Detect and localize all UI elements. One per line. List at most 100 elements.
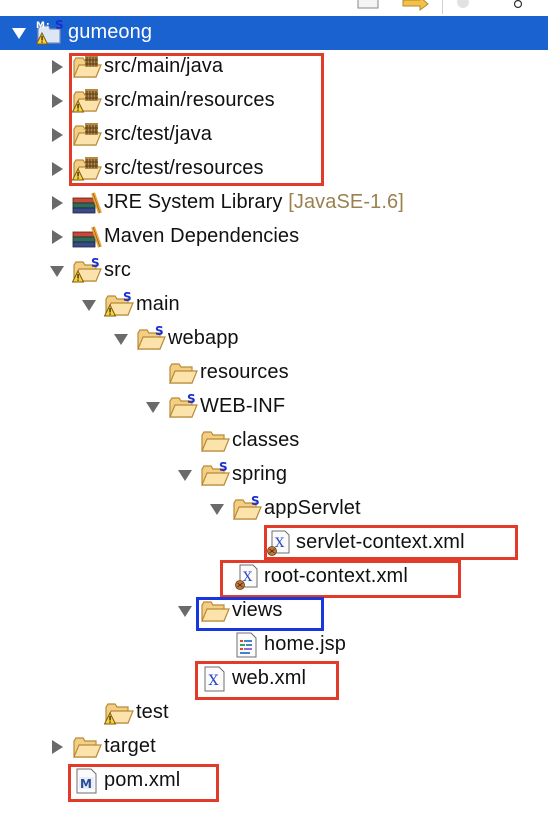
label-text: webapp (168, 327, 239, 350)
tree-item-test[interactable]: test (0, 696, 548, 730)
folder-icon (72, 733, 102, 761)
tree-item-label: gumeong (68, 21, 152, 44)
label-text: classes (232, 429, 300, 452)
tree-item-src-test-java[interactable]: src/test/java (0, 118, 548, 152)
label-text: src/test/java (104, 123, 212, 146)
tree-item-classes[interactable]: classes (0, 424, 548, 458)
tree-item-label: spring (232, 463, 287, 486)
collapse-all-icon[interactable] (356, 0, 382, 10)
tree-item-views[interactable]: views (0, 594, 548, 628)
source-folder-icon (72, 121, 102, 149)
tree-item-resources[interactable]: resources (0, 356, 548, 390)
tree-item-label: classes (232, 429, 299, 452)
tree-item-servlet-context-xml[interactable]: servlet-context.xml (0, 526, 548, 560)
tree-item-jre-system-library[interactable]: JRE System Library [JavaSE-1.6] (0, 186, 548, 220)
tree-item-label: views (232, 599, 283, 622)
label-text: src/main/java (104, 55, 224, 78)
collapsed-arrow-icon[interactable] (48, 194, 66, 212)
collapsed-arrow-icon[interactable] (48, 126, 66, 144)
view-menu-dot-icon[interactable] (454, 0, 472, 10)
collapsed-arrow-icon[interactable] (48, 160, 66, 178)
folder-spring-icon (200, 461, 230, 489)
tree-item-label: servlet-context.xml (296, 531, 465, 554)
label-text: WEB-INF (200, 395, 286, 418)
label-text: gumeong (68, 21, 153, 44)
expanded-arrow-icon[interactable] (144, 398, 162, 416)
tree-item-label: src/main/resources (104, 89, 275, 112)
tree-item-label: web.xml (232, 667, 306, 690)
folder-spring-icon (136, 325, 166, 353)
tree-item-label: WEB-INF (200, 395, 285, 418)
maven-project-icon (36, 19, 66, 47)
collapsed-arrow-icon[interactable] (48, 738, 66, 756)
folder-icon (200, 597, 230, 625)
tree-item-label: resources (200, 361, 289, 384)
toolbar-separator (442, 0, 443, 14)
expanded-arrow-icon[interactable] (10, 24, 28, 42)
tree-item-label: target (104, 735, 156, 758)
label-text: src/test/resources (104, 157, 264, 180)
label-text: test (136, 701, 169, 724)
tree-item-appservlet[interactable]: appServlet (0, 492, 548, 526)
tree-item-label: main (136, 293, 180, 316)
tree-item-maven-dependencies[interactable]: Maven Dependencies (0, 220, 548, 254)
tree-item-label: JRE System Library [JavaSE-1.6] (104, 191, 404, 214)
collapsed-arrow-icon[interactable] (48, 92, 66, 110)
library-icon (72, 189, 102, 217)
tree-item-label: appServlet (264, 497, 361, 520)
expanded-arrow-icon[interactable] (48, 262, 66, 280)
jsp-file-icon (232, 631, 262, 659)
label-text: spring (232, 463, 288, 486)
tree-item-label: test (136, 701, 169, 724)
expanded-arrow-icon[interactable] (112, 330, 130, 348)
tree-item-src-test-resources[interactable]: src/test/resources (0, 152, 548, 186)
label-text: src/main/resources (104, 89, 275, 112)
xml-file-icon (200, 665, 230, 693)
tree-item-spring[interactable]: spring (0, 458, 548, 492)
expanded-arrow-icon[interactable] (176, 466, 194, 484)
maven-pom-icon (72, 767, 102, 795)
tree-item-label: Maven Dependencies (104, 225, 299, 248)
link-with-editor-icon[interactable] (400, 0, 430, 12)
tree-item-label: src/test/java (104, 123, 212, 146)
tree-item-label: home.jsp (264, 633, 346, 656)
tree-item-web-inf[interactable]: WEB-INF (0, 390, 548, 424)
tree-item-src-main-java[interactable]: src/main/java (0, 50, 548, 84)
tree-item-home-jsp[interactable]: home.jsp (0, 628, 548, 662)
collapsed-arrow-icon[interactable] (48, 58, 66, 76)
tree-item-label: src (104, 259, 131, 282)
tree-item-webapp[interactable]: webapp (0, 322, 548, 356)
minimize-icon[interactable] (510, 0, 526, 10)
tree-item-target[interactable]: target (0, 730, 548, 764)
expanded-arrow-icon[interactable] (208, 500, 226, 518)
source-folder-warning-icon (72, 87, 102, 115)
tree-item-root-context-xml[interactable]: root-context.xml (0, 560, 548, 594)
label-text: src (104, 259, 131, 282)
tree-item-web-xml[interactable]: web.xml (0, 662, 548, 696)
source-folder-icon (72, 53, 102, 81)
folder-icon (200, 427, 230, 455)
tree-item-src[interactable]: src (0, 254, 548, 288)
tree-item-pom-xml[interactable]: pom.xml (0, 764, 548, 798)
folder-warning-icon (104, 699, 134, 727)
label-text: resources (200, 361, 289, 384)
expanded-arrow-icon[interactable] (80, 296, 98, 314)
tree-item-label: webapp (168, 327, 239, 350)
tree-item-main[interactable]: main (0, 288, 548, 322)
label-text: root-context.xml (264, 565, 408, 588)
collapsed-arrow-icon[interactable] (48, 228, 66, 246)
expanded-arrow-icon[interactable] (176, 602, 194, 620)
folder-spring-icon (168, 393, 198, 421)
tree-item-label: pom.xml (104, 769, 180, 792)
toolbar-strip (0, 0, 548, 14)
spring-xml-icon (264, 529, 294, 557)
label-text: home.jsp (264, 633, 346, 656)
label-text: web.xml (232, 667, 307, 690)
label-text: appServlet (264, 497, 361, 520)
label-text: pom.xml (104, 769, 181, 792)
folder-spring-warning-icon (72, 257, 102, 285)
tree-item-gumeong[interactable]: gumeong (0, 16, 548, 50)
tree-item-src-main-resources[interactable]: src/main/resources (0, 84, 548, 118)
folder-icon (168, 359, 198, 387)
label-text: target (104, 735, 156, 758)
